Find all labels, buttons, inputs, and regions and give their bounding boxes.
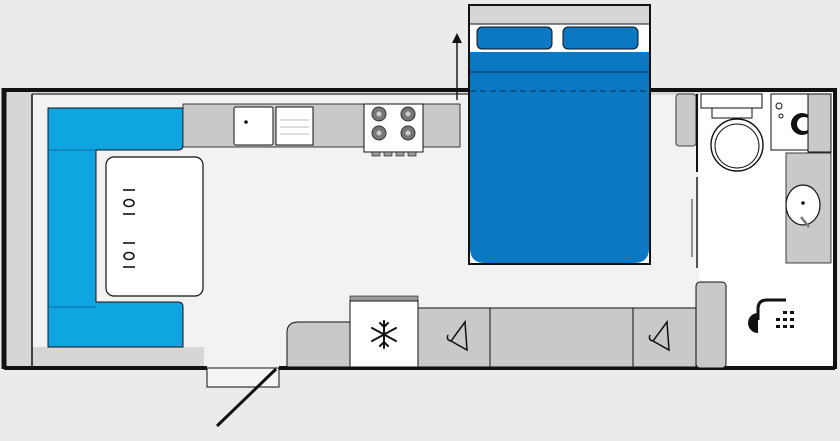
dining-table bbox=[105, 156, 204, 297]
cutlery-icon bbox=[123, 189, 135, 268]
sink-icon bbox=[233, 106, 274, 146]
cabinet bbox=[807, 93, 832, 153]
drainer bbox=[275, 106, 314, 146]
cabinet bbox=[489, 307, 634, 368]
toilet-icon bbox=[700, 93, 764, 172]
bathroom-partition bbox=[695, 281, 727, 369]
bed bbox=[468, 4, 651, 265]
wardrobe bbox=[632, 307, 697, 368]
top-wall-band bbox=[32, 90, 702, 95]
arrow-up-icon bbox=[452, 33, 462, 100]
front-wall-band bbox=[4, 90, 32, 368]
hanger-icon bbox=[446, 319, 468, 352]
washing-machine-icon bbox=[770, 93, 813, 151]
entry-door[interactable] bbox=[215, 367, 278, 428]
hanger-icon bbox=[648, 319, 670, 352]
pillow bbox=[562, 26, 639, 50]
cabinet bbox=[675, 93, 697, 147]
shower-icon bbox=[748, 298, 794, 333]
bottom-wall-band bbox=[32, 347, 204, 367]
pillow bbox=[476, 26, 553, 50]
mattress bbox=[470, 52, 649, 263]
cabinet bbox=[286, 321, 351, 368]
sink-icon bbox=[785, 152, 832, 264]
stove-icon bbox=[363, 103, 424, 157]
snowflake-icon bbox=[371, 320, 397, 349]
